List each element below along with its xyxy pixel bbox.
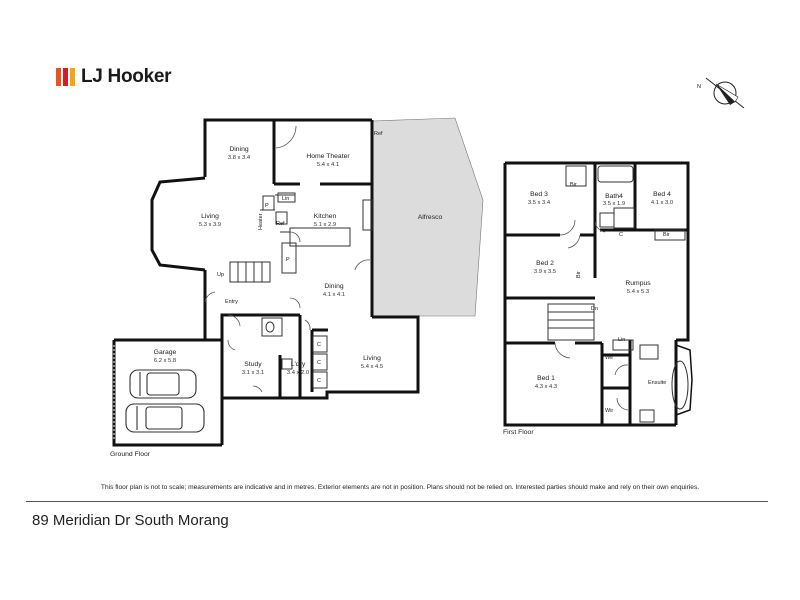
- label-bir: Bir: [576, 271, 582, 278]
- label-up: Up: [217, 272, 224, 278]
- room-alfresco-name: Alfresco: [418, 214, 443, 221]
- room-dining-top-name: Dining: [229, 146, 248, 153]
- brand-name: LJ Hooker: [81, 66, 172, 87]
- label-lin: Lin: [618, 337, 625, 343]
- room-bed3-dims: 3.5 x 3.4: [528, 200, 551, 206]
- ground-floor-walls: [150, 118, 420, 400]
- disclaimer-text: This floor plan is not to scale; measure…: [100, 484, 700, 491]
- divider: [26, 501, 768, 502]
- label-pantry: P: [265, 203, 269, 209]
- brand-bar: [70, 68, 75, 86]
- brand-bar: [63, 68, 68, 86]
- first-floor-label: First Floor: [503, 429, 534, 436]
- compass-north-label: N: [697, 84, 701, 90]
- room-bath4-name: Bath4: [605, 193, 623, 200]
- label-ensuite: Ensuite: [648, 380, 666, 386]
- label-lin: Lin: [282, 196, 289, 202]
- room-garage-name: Garage: [154, 349, 177, 356]
- room-bed4-dims: 4.1 x 3.0: [651, 200, 673, 206]
- ground-floor-stairs: [229, 261, 271, 283]
- room-bed1-dims: 4.3 x 4.3: [535, 384, 557, 390]
- room-bath4-dims: 3.5 x 1.9: [603, 201, 625, 207]
- property-address: 89 Meridian Dr South Morang: [32, 512, 229, 529]
- label-bir: Bir: [663, 232, 670, 238]
- room-living-left-dims: 5.3 x 3.9: [199, 222, 221, 228]
- label-cupboard: C: [619, 232, 623, 238]
- label-pantry: P: [286, 257, 290, 263]
- room-kitchen-dims: 5.1 x 2.9: [314, 222, 336, 228]
- label-ref-kitchen: Ref: [276, 221, 285, 227]
- label-down: Dn: [591, 306, 598, 312]
- car-icon: [129, 369, 197, 399]
- room-living-right-name: Living: [363, 355, 381, 362]
- label-bir: Bir: [570, 182, 577, 188]
- label-heater: Heater: [258, 213, 264, 230]
- label-ref: Ref: [374, 131, 383, 137]
- ground-floor-plan: Dining 3.8 x 3.4 Home Theater 5.4 x 4.1 …: [110, 117, 484, 458]
- brand-bar: [56, 68, 61, 86]
- room-laundry-name: L'dry: [291, 361, 306, 368]
- room-home-theater-name: Home Theater: [306, 153, 350, 160]
- room-garage-dims: 6.2 x 5.8: [154, 358, 176, 364]
- label-wir: Wir: [605, 355, 613, 361]
- room-kitchen-name: Kitchen: [314, 213, 337, 220]
- first-floor-stairs: [547, 303, 595, 341]
- compass-icon: N: [697, 77, 745, 109]
- label-cupboard: C: [317, 342, 321, 348]
- first-floor-plan: Bed 3 3.5 x 3.4 Bath4 3.5 x 1.9 Bed 4 4.…: [503, 161, 693, 436]
- ground-floor-label: Ground Floor: [110, 451, 151, 458]
- label-cupboard: C: [317, 360, 321, 366]
- room-bed2-name: Bed 2: [536, 260, 554, 267]
- room-study-name: Study: [244, 361, 262, 368]
- room-dining-mid-dims: 4.1 x 4.1: [323, 292, 345, 298]
- room-laundry-dims: 3.4 x 2.0: [287, 370, 309, 376]
- room-living-right-dims: 5.4 x 4.5: [361, 364, 383, 370]
- room-living-left-name: Living: [201, 213, 219, 220]
- room-study-dims: 3.1 x 3.1: [242, 370, 264, 376]
- label-entry: Entry: [225, 299, 238, 305]
- brand-mark: [56, 68, 75, 86]
- room-dining-top-dims: 3.8 x 3.4: [228, 155, 251, 161]
- room-rumpus-name: Rumpus: [625, 280, 651, 287]
- room-rumpus-dims: 5.4 x 5.3: [627, 289, 649, 295]
- room-home-theater-dims: 5.4 x 4.1: [317, 162, 339, 168]
- label-cupboard: C: [317, 378, 321, 384]
- room-bed2-dims: 3.9 x 3.5: [534, 269, 556, 275]
- room-bed3-name: Bed 3: [530, 191, 548, 198]
- room-bed4-name: Bed 4: [653, 191, 671, 198]
- car-icon: [125, 403, 205, 433]
- room-bed1-name: Bed 1: [537, 375, 555, 382]
- label-wir: Wir: [605, 408, 613, 414]
- room-dining-mid-name: Dining: [324, 283, 343, 290]
- brand-logo: LJ Hooker: [56, 66, 172, 88]
